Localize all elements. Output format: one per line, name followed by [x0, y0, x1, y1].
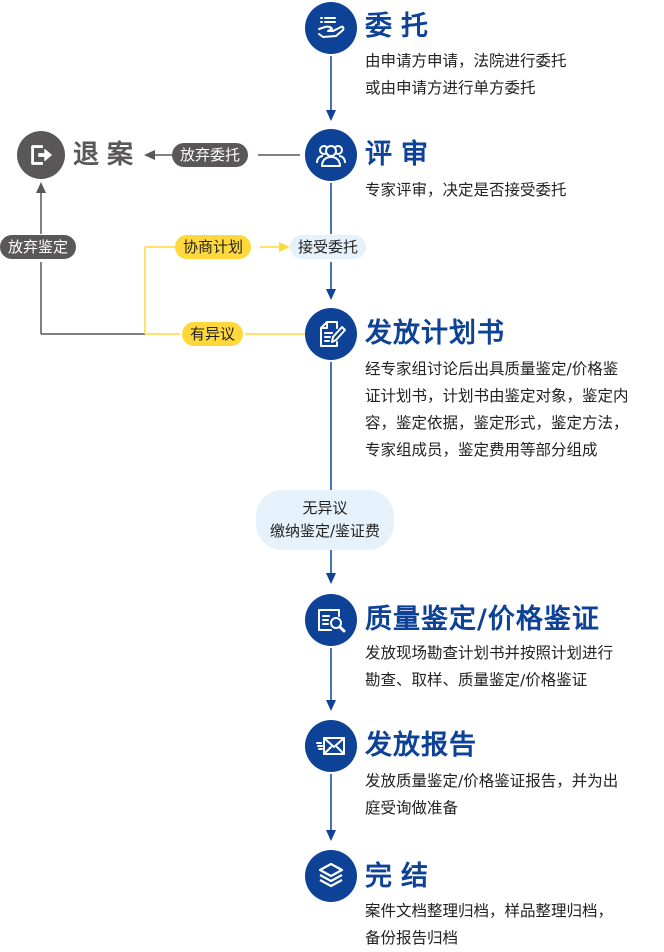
desc-line: 由申请方申请，法院进行委托	[365, 52, 567, 70]
arrowhead	[326, 289, 336, 300]
step-title-commission: 委托	[365, 11, 437, 42]
document-edit-icon	[320, 321, 346, 347]
exit-flow-line	[40, 154, 300, 335]
desc-line: 案件文档整理归档，样品整理归档，	[365, 902, 614, 920]
step-plan-icon-circle	[305, 308, 357, 360]
label-objection: 有异议	[182, 322, 244, 346]
desc-line: 或由申请方进行单方委托	[365, 79, 536, 97]
step-commission-icon-circle	[305, 2, 357, 54]
desc-line: 经专家组讨论后出具质量鉴定/价格鉴	[365, 360, 619, 378]
label-pay-fee: 缴纳鉴定/鉴证费	[270, 522, 381, 540]
step-desc-commission: 由申请方申请，法院进行委托 或由申请方进行单方委托	[365, 48, 664, 102]
label-negotiate-plan: 协商计划	[175, 235, 252, 259]
label-accept-commission: 接受委托	[290, 235, 367, 259]
step-desc-review: 专家评审，决定是否接受委托	[365, 177, 664, 204]
users-group-icon	[316, 145, 346, 167]
desc-line: 备份报告归档	[365, 929, 459, 947]
label-no-objection: 无异议	[302, 499, 348, 517]
desc-line: 专家评审，决定是否接受委托	[365, 181, 567, 199]
arrowhead	[36, 182, 46, 193]
step-report-icon-circle	[305, 720, 357, 772]
desc-line: 庭受询做准备	[365, 799, 459, 817]
step-review-icon-circle	[305, 129, 357, 181]
desc-line: 专家组成员，鉴定费用等部分组成	[365, 441, 598, 459]
step-title-appraisal: 质量鉴定/价格鉴证	[365, 604, 600, 635]
arrowhead	[326, 573, 336, 584]
step-title-plan: 发放计划书	[365, 318, 505, 349]
desc-line: 发放质量鉴定/价格鉴证报告，并为出	[365, 772, 619, 790]
arrowhead	[326, 110, 336, 121]
label-abandon-appraisal: 放弃鉴定	[0, 235, 77, 259]
exit-title: 退案	[73, 140, 142, 170]
desc-line: 证计划书，计划书由鉴定对象，鉴定内	[365, 387, 629, 405]
step-desc-complete: 案件文档整理归档，样品整理归档， 备份报告归档	[365, 898, 664, 952]
step-title-review: 评审	[365, 139, 437, 170]
envelope-send-icon	[316, 737, 345, 755]
layers-stack-icon	[318, 862, 344, 888]
step-desc-plan: 经专家组讨论后出具质量鉴定/价格鉴 证计划书，计划书由鉴定对象，鉴定内 容，鉴定…	[365, 356, 664, 464]
step-appraisal-icon-circle	[305, 594, 357, 646]
desc-line: 容，鉴定依据，鉴定形式，鉴定方法，	[365, 414, 629, 432]
hand-holding-list-icon	[318, 17, 345, 38]
arrowhead	[326, 700, 336, 711]
step-complete-icon-circle	[305, 850, 357, 902]
exit-icon-circle	[17, 131, 65, 179]
step-desc-report: 发放质量鉴定/价格鉴证报告，并为出 庭受询做准备	[365, 768, 664, 822]
label-abandon-commission: 放弃委托	[172, 143, 249, 167]
document-search-icon	[318, 609, 346, 633]
desc-line: 发放现场勘查计划书并按照计划进行	[365, 644, 614, 662]
main-flow-arrowheads	[326, 110, 336, 841]
negotiation-flow-line	[144, 246, 305, 335]
arrowhead	[326, 830, 336, 841]
arrowhead	[144, 150, 155, 160]
step-title-report: 发放报告	[365, 730, 477, 761]
step-title-complete: 完结	[365, 861, 437, 892]
label-no-objection-pay-fee: 无异议 缴纳鉴定/鉴证费	[256, 490, 395, 550]
exit-arrow-icon	[31, 145, 52, 165]
desc-line: 勘查、取样、质量鉴定/价格鉴证	[365, 671, 588, 689]
step-desc-appraisal: 发放现场勘查计划书并按照计划进行 勘查、取样、质量鉴定/价格鉴证	[365, 640, 664, 694]
arrowhead	[279, 242, 290, 252]
exit-arrowheads	[36, 150, 155, 193]
